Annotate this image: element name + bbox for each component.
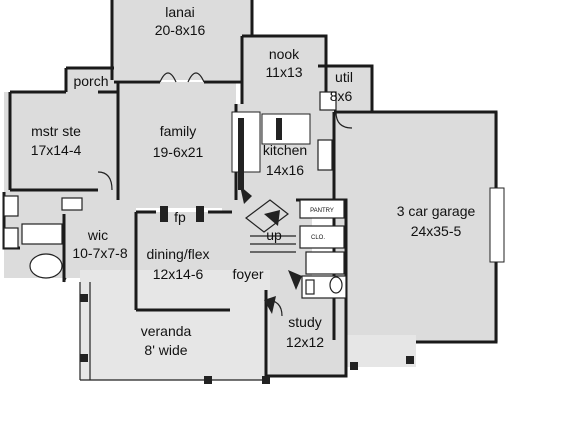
stair-newel bbox=[264, 210, 280, 226]
garage-post-1 bbox=[350, 362, 358, 370]
island-sink bbox=[276, 118, 282, 140]
stair-up-label: up bbox=[266, 227, 282, 243]
pantry-label: PANTRY bbox=[310, 208, 334, 214]
foyer-post bbox=[288, 270, 302, 290]
garage-dims: 24x35-5 bbox=[411, 223, 462, 239]
nook-floor bbox=[242, 36, 326, 106]
study-name: study bbox=[288, 314, 321, 330]
util-walls bbox=[318, 64, 374, 112]
closet-box bbox=[299, 225, 345, 249]
room-labels: lanai 20-8x16 nook 11x13 util 8x6 porch … bbox=[31, 4, 476, 358]
wic-dims: 10-7x7-8 bbox=[72, 245, 127, 261]
veranda-post-2 bbox=[80, 354, 88, 362]
toilet-icon bbox=[329, 276, 343, 294]
veranda-post-3 bbox=[204, 376, 212, 384]
kitchen-name: kitchen bbox=[263, 142, 307, 158]
fireplace-jamb-right bbox=[196, 206, 204, 222]
garage-door bbox=[489, 187, 505, 263]
stair-treads bbox=[250, 235, 296, 253]
garage-floor bbox=[334, 112, 498, 342]
tub-icon bbox=[29, 253, 63, 279]
veranda-name: veranda bbox=[141, 323, 192, 339]
family-floor bbox=[114, 82, 236, 208]
garage-post-2 bbox=[406, 356, 414, 364]
fireplace-jamb-left bbox=[160, 206, 168, 222]
fireplace-label: fp bbox=[174, 209, 186, 225]
closet-label: CLO. bbox=[311, 235, 325, 241]
garage-apron bbox=[346, 335, 416, 367]
foyer-name: foyer bbox=[232, 266, 263, 282]
kitchen-cabinet-line bbox=[238, 118, 244, 190]
wic-door bbox=[63, 277, 67, 283]
lanai-floor bbox=[112, 0, 252, 80]
powder-room bbox=[305, 251, 345, 275]
util-dims: 8x6 bbox=[330, 88, 353, 104]
lanai-doors bbox=[159, 72, 205, 83]
study-door-swing bbox=[265, 299, 283, 317]
porch-floor bbox=[66, 68, 114, 94]
dining-name: dining/flex bbox=[146, 246, 209, 262]
stair-landing bbox=[245, 199, 289, 233]
veranda-floor bbox=[80, 270, 270, 380]
nook-name: nook bbox=[269, 46, 300, 62]
veranda-dims: 8' wide bbox=[144, 342, 187, 358]
util-door-swing bbox=[335, 111, 353, 129]
linen bbox=[61, 197, 83, 211]
details bbox=[3, 72, 505, 384]
study-dims: 12x12 bbox=[286, 334, 324, 350]
study-walls bbox=[264, 290, 348, 378]
porch-name: porch bbox=[73, 73, 108, 89]
lanai-name: lanai bbox=[165, 4, 195, 20]
kitchen-island bbox=[261, 113, 311, 145]
nook-dims: 11x13 bbox=[265, 64, 302, 80]
master-suite-floor bbox=[4, 92, 118, 192]
veranda-post-4 bbox=[262, 376, 270, 384]
master-suite-name: mstr ste bbox=[31, 123, 81, 139]
stair-post bbox=[240, 186, 252, 204]
family-name: family bbox=[160, 123, 197, 139]
util-sink bbox=[319, 91, 337, 111]
kitchen-counter-west bbox=[231, 111, 261, 173]
pantry-box bbox=[299, 199, 345, 219]
master-suite-walls bbox=[8, 82, 120, 200]
lanai-dims: 20-8x16 bbox=[155, 22, 206, 38]
wic-name: wic bbox=[87, 227, 108, 243]
garage-name: 3 car garage bbox=[397, 203, 476, 219]
dining-dims: 12x14-6 bbox=[153, 266, 204, 282]
master-suite-dims: 17x14-4 bbox=[31, 142, 82, 158]
master-door-swing bbox=[97, 171, 113, 191]
kitchen-dims: 14x16 bbox=[266, 162, 304, 178]
util-name: util bbox=[335, 69, 353, 85]
porch-walls bbox=[64, 66, 114, 92]
sink-icon bbox=[305, 279, 315, 295]
kitchen-range bbox=[317, 139, 333, 171]
veranda-post-1 bbox=[80, 294, 88, 302]
nook-walls bbox=[240, 34, 328, 104]
shower-left bbox=[3, 195, 19, 217]
family-dims: 19-6x21 bbox=[153, 144, 204, 160]
vanity bbox=[21, 223, 63, 245]
shower-right bbox=[3, 227, 19, 249]
